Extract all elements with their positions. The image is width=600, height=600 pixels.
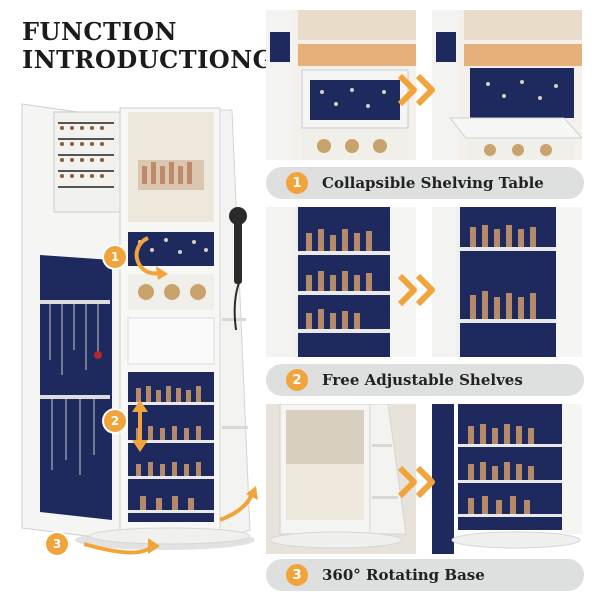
feature-label-3: 360° Rotating Base	[322, 566, 485, 584]
right-chevron-arrow-icon	[397, 73, 435, 107]
rotate-arrow-icon	[134, 236, 163, 276]
photo-adjustable-shelves-before	[266, 207, 416, 357]
main-cabinet-illustration	[21, 103, 258, 555]
title-line-2: INTRODUCTIONG	[22, 45, 274, 74]
feature-label-2: Free Adjustable Shelves	[322, 371, 523, 389]
photo-shelving-table-open	[432, 10, 582, 160]
main-badge-3: 3	[46, 533, 68, 555]
photo-shelving-table-closed	[266, 10, 416, 160]
feature-label-1: Collapsible Shelving Table	[322, 174, 544, 192]
photo-rotating-base-back	[266, 404, 416, 554]
right-chevron-arrow-icon-3	[397, 465, 435, 499]
feature-number-1: 1	[286, 172, 308, 194]
main-badge-1: 1	[104, 246, 126, 268]
page-title: FUNCTION INTRODUCTIONG	[22, 18, 274, 74]
title-line-1: FUNCTION	[22, 17, 177, 46]
feature-pill-2: 2 Free Adjustable Shelves	[266, 364, 584, 396]
main-badge-2: 2	[104, 410, 126, 432]
feature-number-2: 2	[286, 369, 308, 391]
photo-adjustable-shelves-after	[432, 207, 582, 357]
right-chevron-arrow-icon-2	[397, 273, 435, 307]
feature-pill-3: 3 360° Rotating Base	[266, 559, 584, 591]
feature-pill-1: 1 Collapsible Shelving Table	[266, 167, 584, 199]
photo-rotating-base-front	[432, 404, 582, 554]
feature-number-3: 3	[286, 564, 308, 586]
